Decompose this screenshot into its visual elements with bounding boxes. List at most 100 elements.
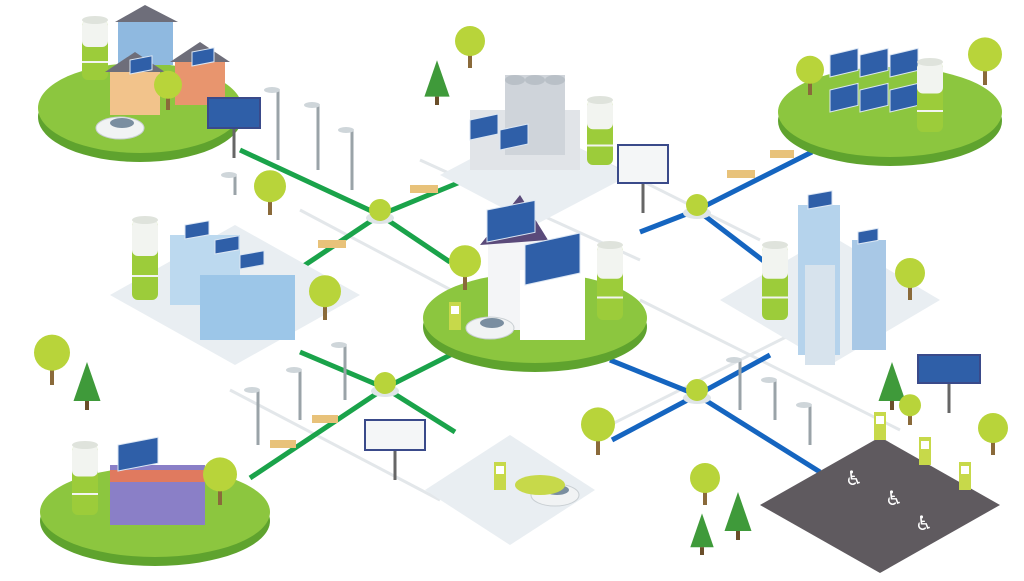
tree-icon bbox=[254, 170, 286, 203]
tree-trunk bbox=[596, 434, 600, 455]
solar-panel-icon bbox=[117, 436, 159, 472]
lamp-head bbox=[796, 402, 812, 408]
house-icon bbox=[110, 70, 160, 115]
street-line bbox=[299, 208, 471, 302]
bench-icon bbox=[770, 150, 794, 158]
billboard-icon bbox=[917, 354, 981, 384]
tree-trunk bbox=[166, 93, 170, 110]
battery-top bbox=[917, 62, 943, 94]
solar-panel-icon bbox=[129, 55, 153, 75]
battery-top bbox=[762, 245, 788, 279]
lamp-head bbox=[338, 127, 354, 133]
solar-panel-icon bbox=[829, 82, 859, 113]
scene-objects: ♿ ♿ ♿ bbox=[34, 5, 1008, 555]
tree-trunk bbox=[218, 484, 222, 505]
pine-tree-icon bbox=[878, 362, 906, 401]
tree-trunk bbox=[468, 50, 472, 68]
house-roof bbox=[115, 5, 178, 22]
street-line bbox=[229, 388, 441, 502]
office-building-icon bbox=[200, 275, 295, 340]
solar-panel-icon bbox=[524, 232, 581, 286]
tree-icon bbox=[978, 413, 1008, 443]
street-line bbox=[639, 298, 901, 432]
tree-trunk bbox=[268, 195, 272, 215]
junction-bush-icon bbox=[374, 372, 396, 394]
pine-tree-icon bbox=[424, 60, 450, 97]
solar-panel-icon bbox=[807, 190, 833, 210]
battery-top bbox=[587, 100, 613, 130]
solar-panel-icon bbox=[469, 113, 499, 141]
pine-trunk bbox=[85, 401, 89, 410]
parking-lot-icon bbox=[760, 437, 1000, 573]
lamp-head bbox=[761, 377, 777, 383]
lamp-head bbox=[304, 102, 320, 108]
silo-top bbox=[525, 75, 545, 85]
battery-cap bbox=[132, 216, 158, 224]
tree-icon bbox=[581, 407, 615, 442]
lamp-head bbox=[264, 87, 280, 93]
car-window bbox=[480, 318, 504, 328]
lamp-head bbox=[726, 357, 742, 363]
tree-trunk bbox=[908, 411, 912, 425]
bench-icon bbox=[410, 185, 438, 193]
tree-trunk bbox=[323, 300, 327, 320]
car-window bbox=[110, 118, 134, 128]
battery-cap bbox=[762, 241, 788, 249]
tree-icon bbox=[455, 26, 485, 56]
solar-panel-icon bbox=[857, 227, 879, 245]
pine-trunk bbox=[736, 531, 740, 540]
pine-trunk bbox=[890, 401, 894, 410]
battery-cap bbox=[597, 241, 623, 249]
tree-trunk bbox=[908, 282, 912, 300]
tree-icon bbox=[968, 37, 1002, 72]
bench-icon bbox=[727, 170, 755, 178]
blue-power-line bbox=[695, 208, 767, 264]
junction-bush-icon bbox=[686, 194, 708, 216]
solar-panel-icon bbox=[499, 123, 529, 151]
battery-cap bbox=[72, 441, 98, 449]
tree-icon bbox=[895, 258, 925, 288]
bench-icon bbox=[270, 440, 296, 448]
pine-tree-icon bbox=[690, 513, 714, 548]
billboard-icon bbox=[207, 97, 261, 129]
charging-platform bbox=[425, 435, 595, 545]
junction-bush-icon bbox=[686, 379, 708, 401]
blue-power-line bbox=[695, 392, 822, 475]
office-tower-icon bbox=[805, 265, 835, 365]
solar-panel-icon bbox=[239, 250, 265, 270]
tree-icon bbox=[796, 55, 824, 84]
tree-trunk bbox=[463, 270, 467, 290]
solar-panel-icon bbox=[829, 47, 859, 78]
pine-trunk bbox=[700, 547, 704, 555]
lamp-head bbox=[221, 172, 237, 178]
lamp-head bbox=[244, 387, 260, 393]
ev-parking-symbol-icon: ♿ bbox=[915, 511, 933, 535]
battery-cap bbox=[587, 96, 613, 104]
tree-icon bbox=[154, 70, 182, 99]
tree-icon bbox=[449, 245, 481, 278]
charger-screen bbox=[961, 466, 969, 474]
tree-trunk bbox=[50, 363, 54, 385]
tree-icon bbox=[899, 394, 921, 417]
bench-icon bbox=[312, 415, 338, 423]
pine-trunk bbox=[435, 96, 439, 105]
lamp-head bbox=[331, 342, 347, 348]
tree-icon bbox=[34, 334, 70, 371]
tree-icon bbox=[690, 463, 720, 493]
billboard-icon bbox=[617, 144, 669, 184]
lamp-head bbox=[286, 367, 302, 373]
ev-parking-symbol-icon: ♿ bbox=[845, 466, 863, 490]
blue-power-line bbox=[610, 392, 699, 443]
silo-top bbox=[545, 75, 565, 85]
power-grid-lines bbox=[229, 138, 901, 502]
green-power-line bbox=[378, 212, 452, 265]
pine-tree-icon bbox=[724, 492, 752, 531]
ev-parking-symbol-icon: ♿ bbox=[885, 486, 903, 510]
battery-cap bbox=[917, 58, 943, 66]
tree-trunk bbox=[703, 487, 707, 505]
battery-top bbox=[132, 220, 158, 256]
bench-icon bbox=[318, 240, 346, 248]
charger-screen bbox=[921, 441, 929, 449]
solar-panel-icon bbox=[486, 199, 536, 243]
